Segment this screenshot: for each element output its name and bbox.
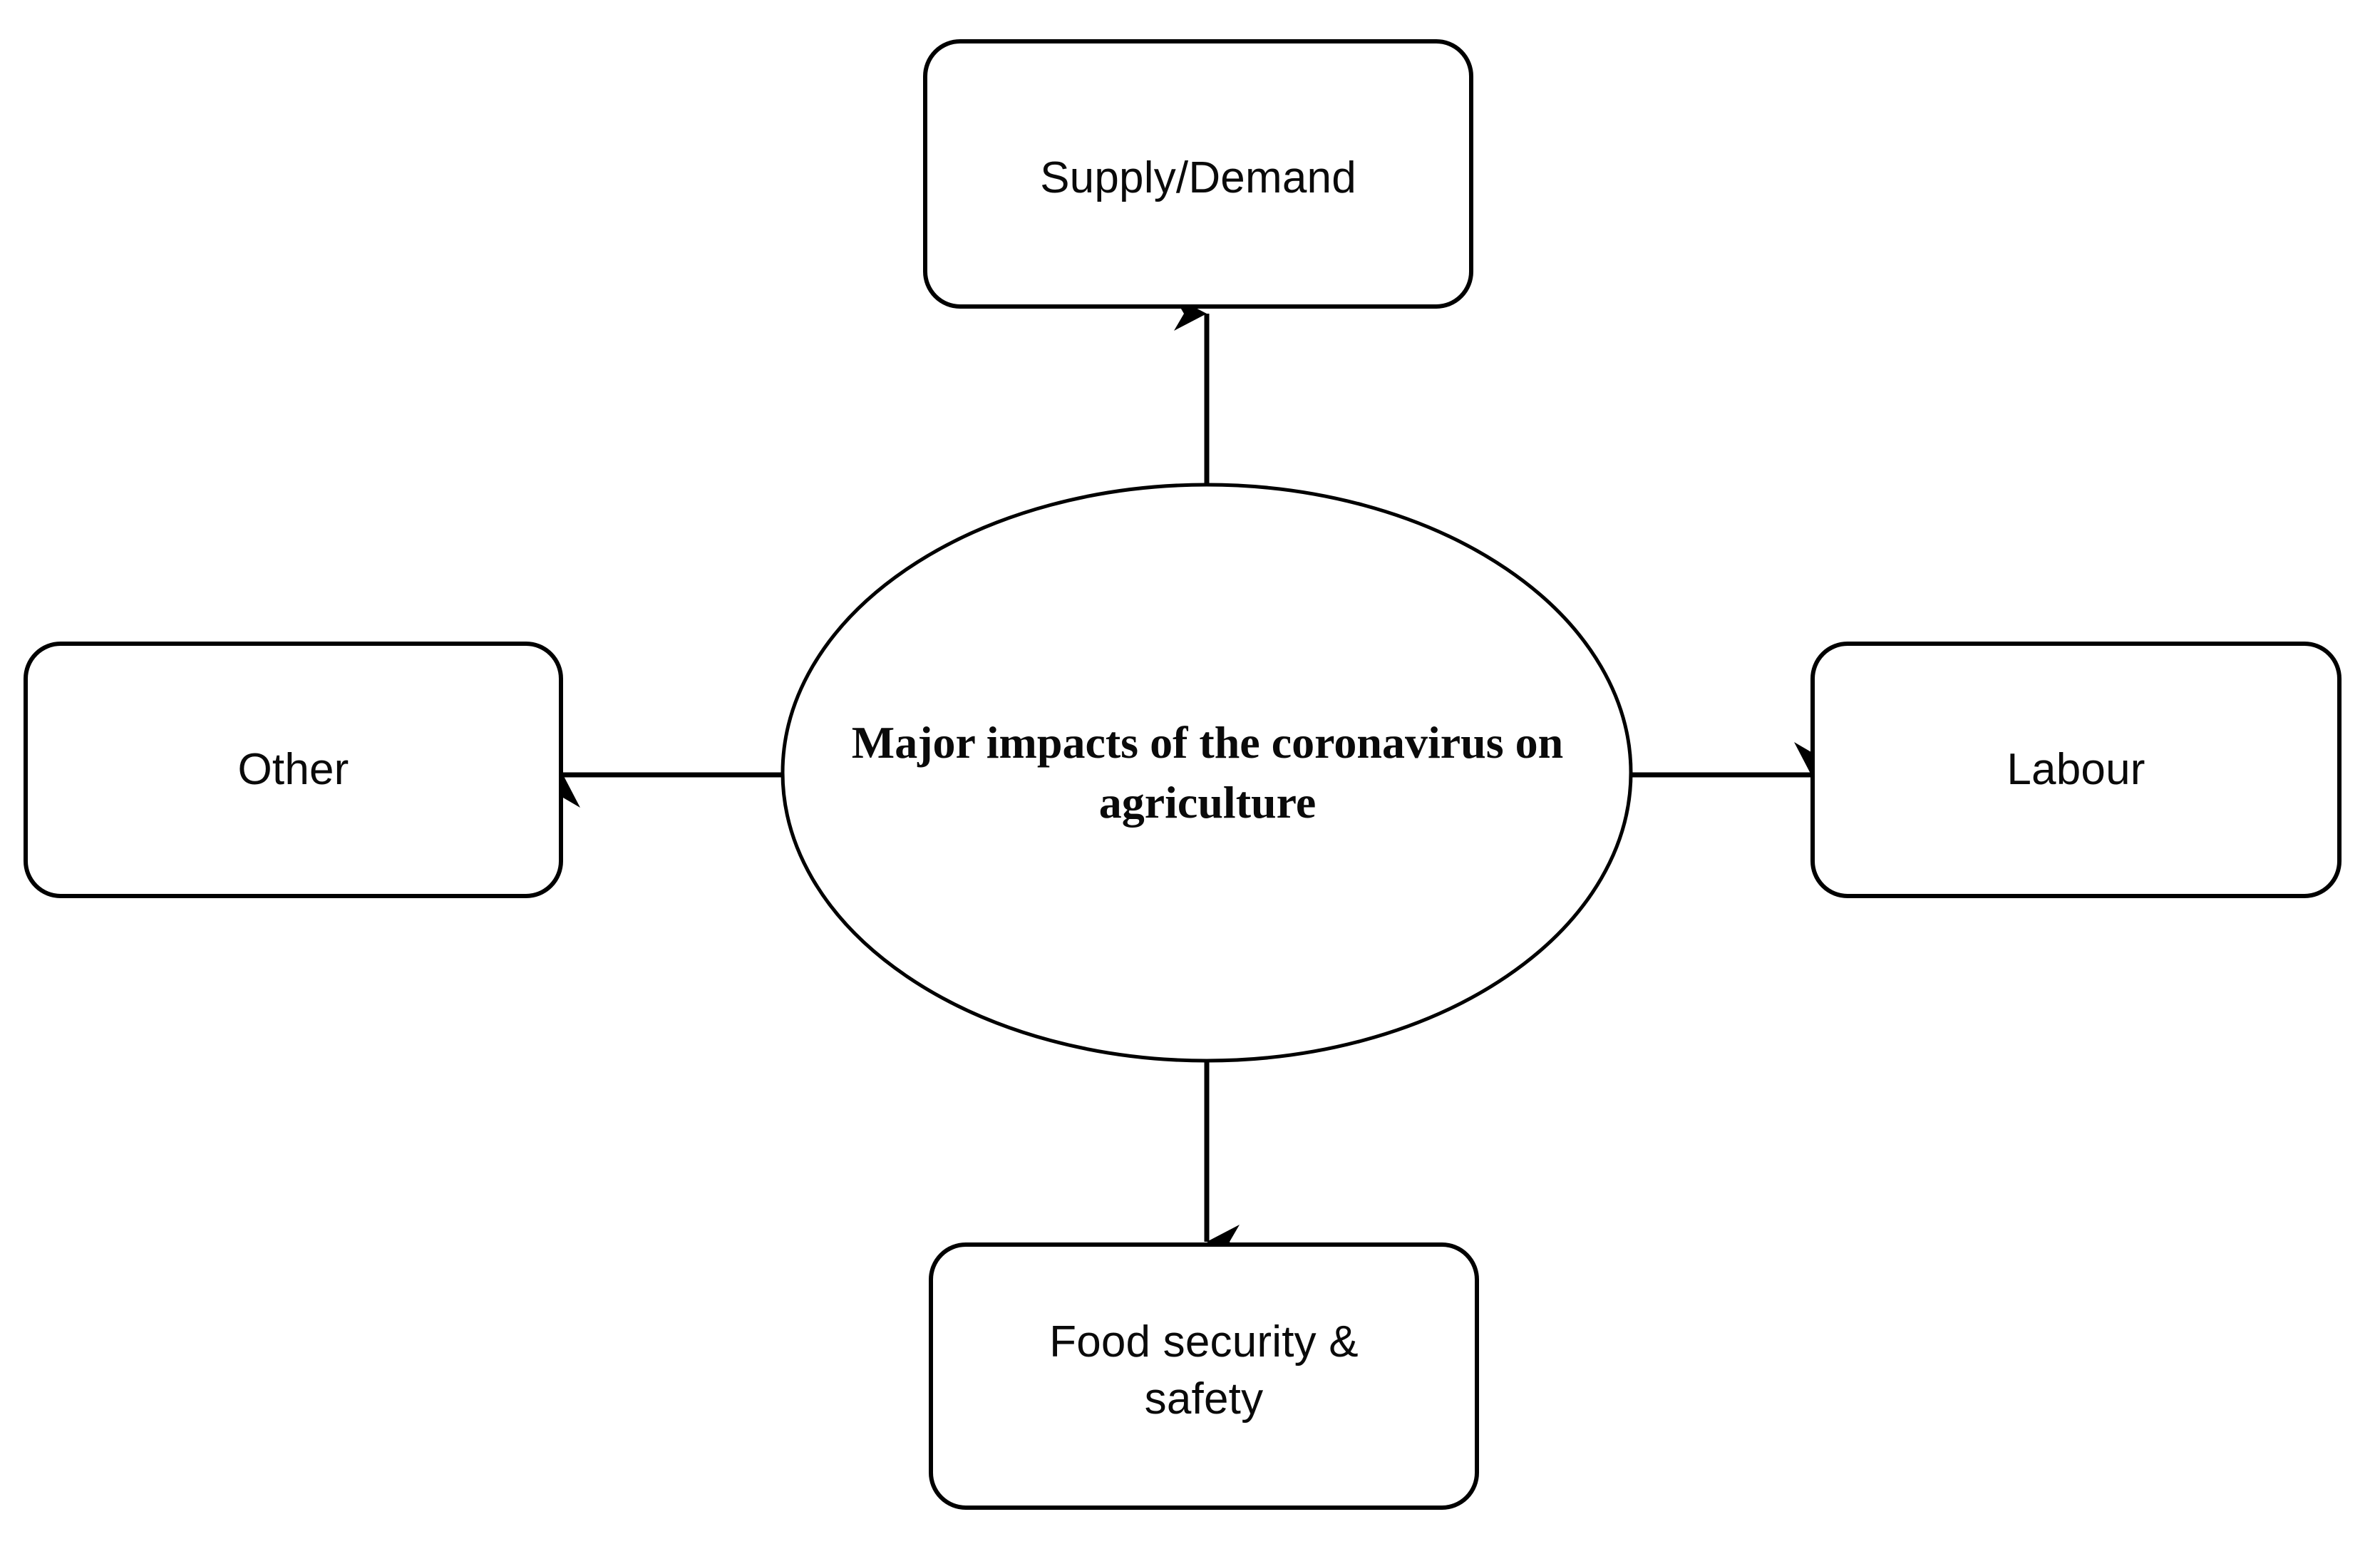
node-food-security[interactable]: Food security & safety [929,1242,1479,1510]
node-food-security-label: Food security & safety [1049,1317,1359,1424]
node-supply-demand[interactable]: Supply/Demand [923,39,1473,309]
center-ellipse [781,483,1633,1063]
node-labour-label: Labour [2006,745,2145,795]
node-supply-demand-label: Supply/Demand [1040,153,1356,203]
node-other[interactable]: Other [24,642,563,898]
node-labour[interactable]: Labour [1810,642,2342,898]
node-other-label: Other [237,745,349,795]
